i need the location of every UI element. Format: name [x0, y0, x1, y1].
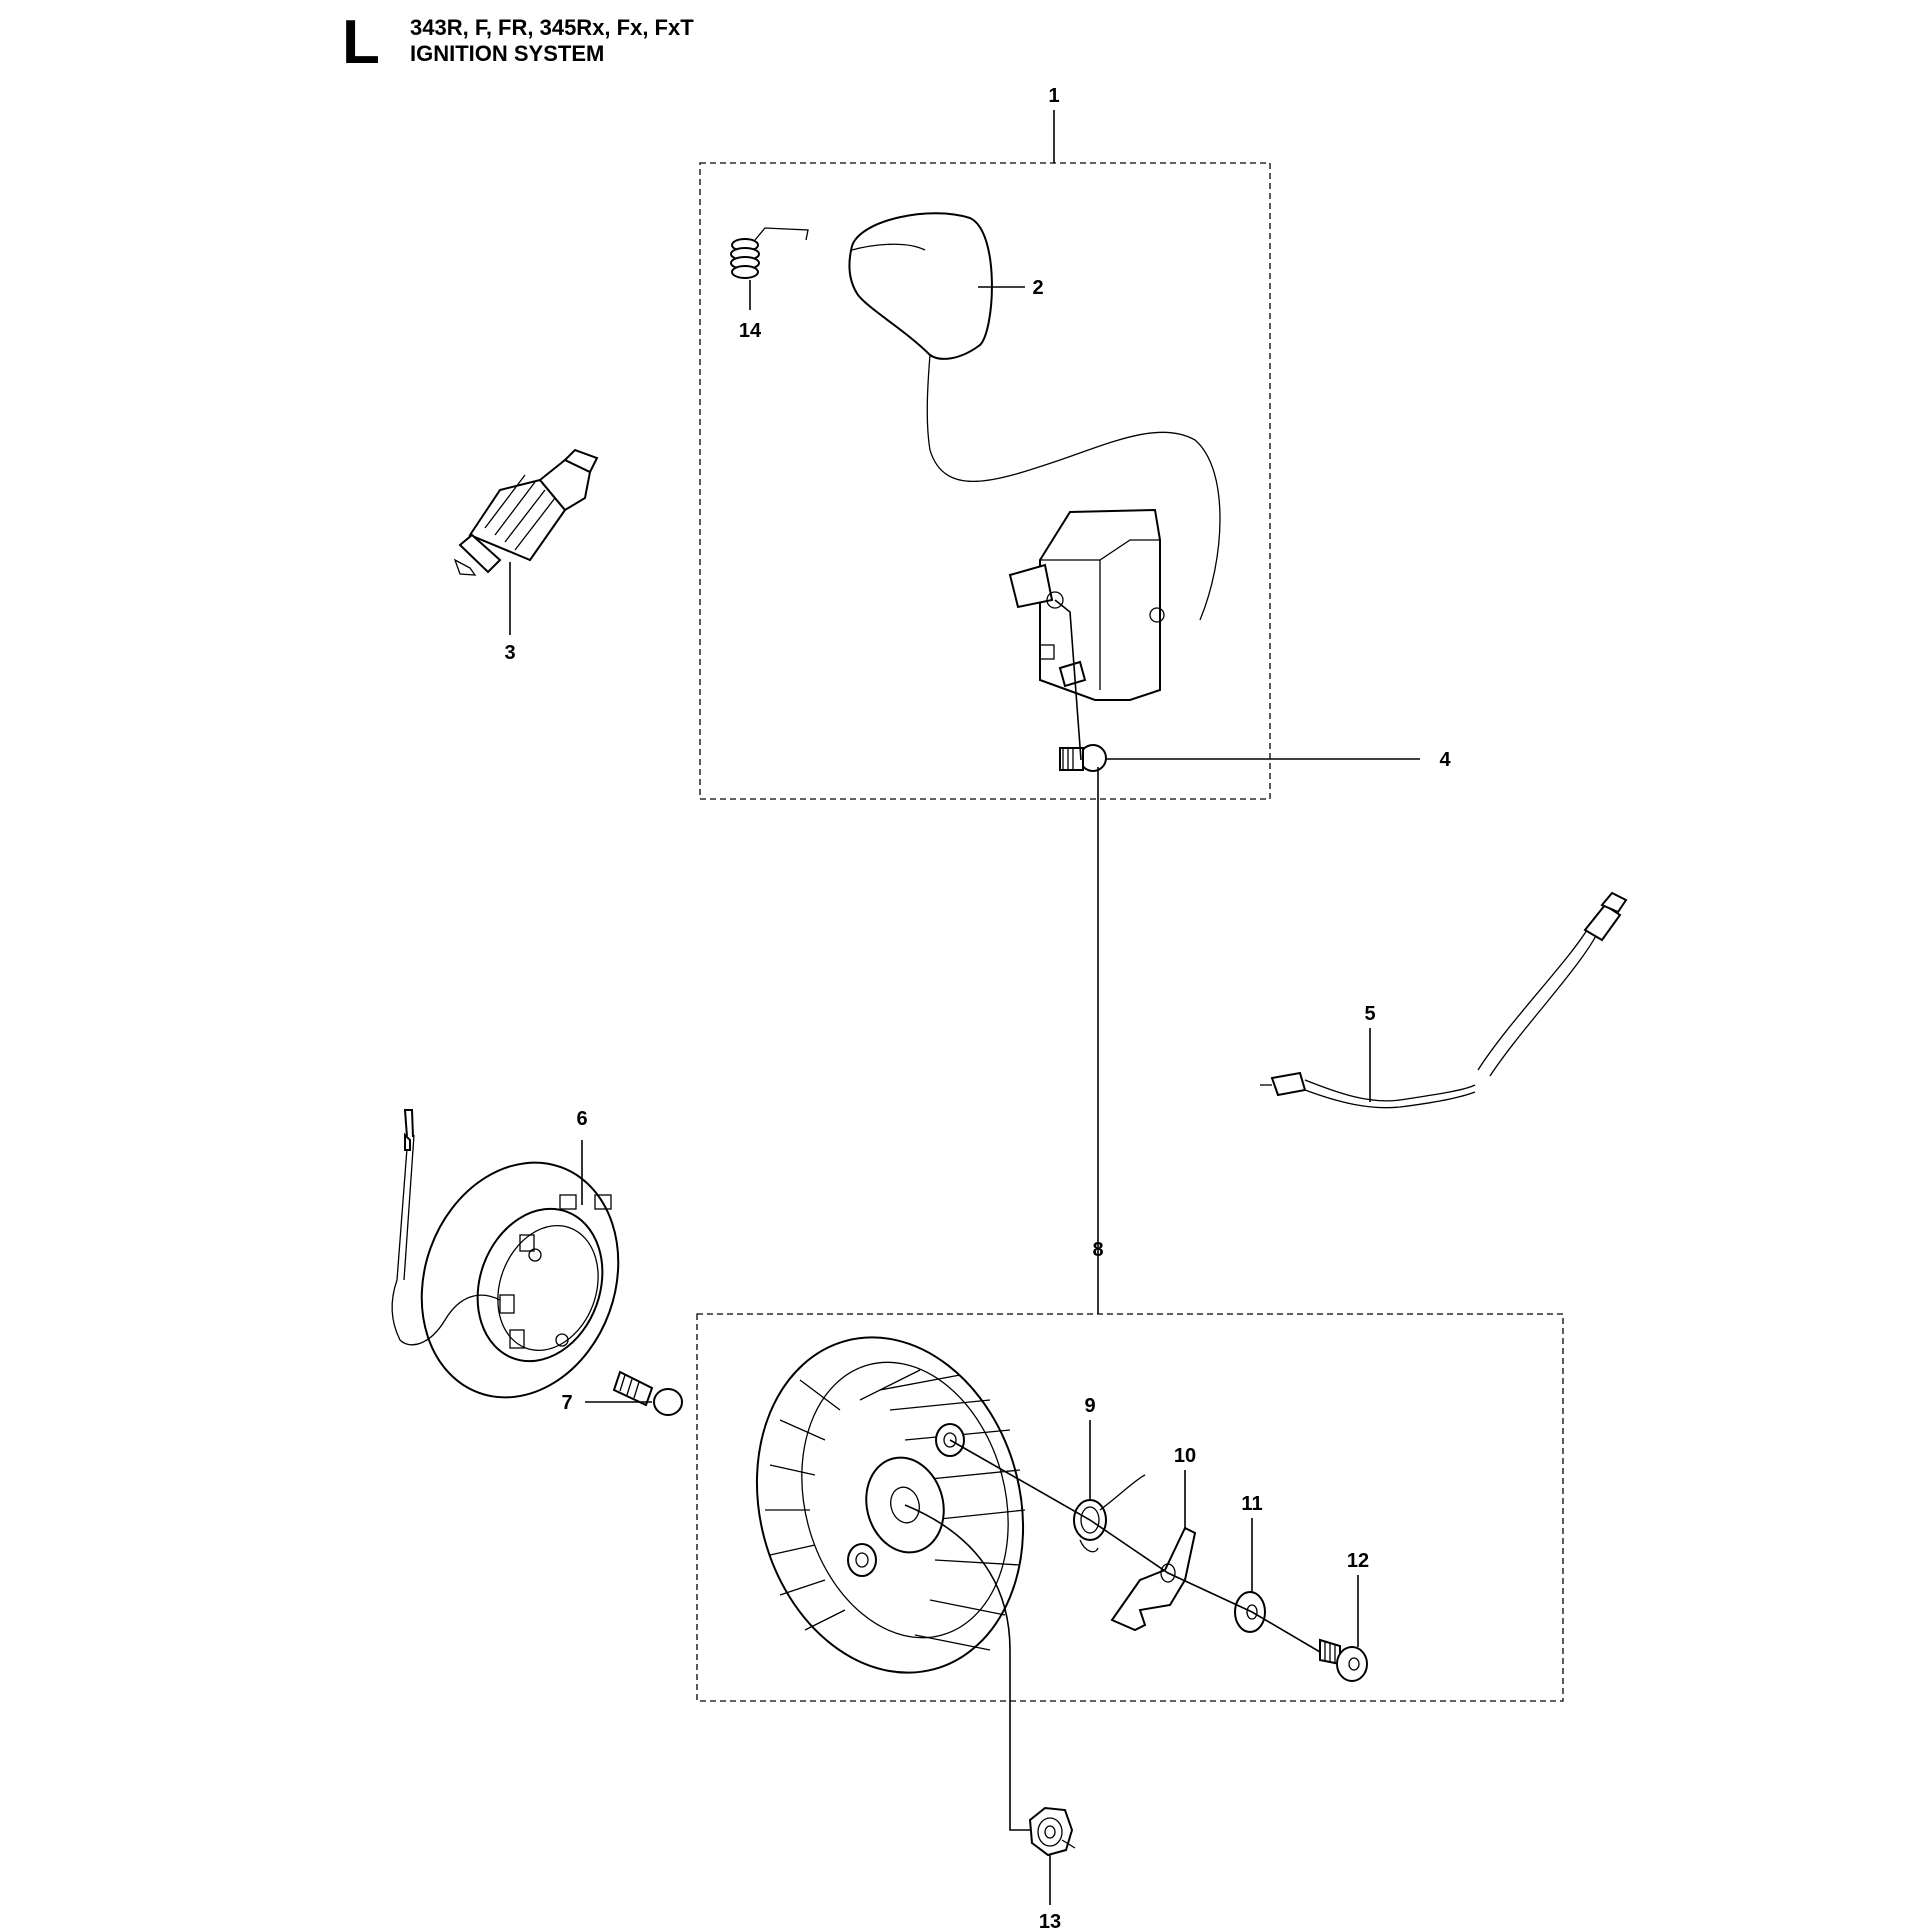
- wire-harness-part: [1260, 891, 1628, 1109]
- callout-5: 5: [1364, 1003, 1375, 1025]
- model-list: 343R, F, FR, 345Rx, Fx, FxT: [410, 15, 694, 40]
- stator-screw-part: [612, 1370, 683, 1416]
- flywheel-part: [755, 1336, 1026, 1674]
- flywheel-nut-part: [1028, 1806, 1076, 1857]
- callout-8: 8: [1092, 1239, 1103, 1261]
- spring-part: [730, 227, 809, 279]
- section-letter: L: [342, 8, 380, 77]
- callout-7: 7: [561, 1392, 572, 1414]
- axis-line-flywheel: [949, 1439, 1321, 1653]
- module-screw-part: [1058, 660, 1107, 772]
- callout-12: 12: [1347, 1550, 1369, 1572]
- callout-4: 4: [1439, 749, 1451, 771]
- stator-ring-part: [391, 1109, 620, 1399]
- axis-line-module-screw: [1054, 599, 1082, 761]
- callout-9: 9: [1084, 1395, 1095, 1417]
- callout-14: 14: [739, 320, 762, 342]
- callout-1: 1: [1048, 85, 1059, 107]
- leader-13-upper: [904, 1504, 1030, 1831]
- callout-11: 11: [1241, 1493, 1262, 1515]
- callout-6: 6: [576, 1108, 587, 1130]
- spark-plug-part: [453, 448, 599, 576]
- flywheel-screw-part: [1319, 1638, 1368, 1682]
- group-box-8: [696, 1313, 1564, 1702]
- bracket-part: [1110, 1526, 1197, 1632]
- leader-8: [1097, 767, 1099, 1314]
- callout-13: 13: [1039, 1911, 1061, 1932]
- group-box-1: [699, 162, 1271, 800]
- key-ring-part: [1073, 1474, 1146, 1553]
- callout-2: 2: [1032, 277, 1043, 299]
- callout-10: 10: [1174, 1445, 1196, 1467]
- spark-plug-cap-part: [848, 212, 1221, 621]
- ignition-module-part: [1008, 508, 1165, 701]
- page-title: IGNITION SYSTEM: [410, 41, 605, 66]
- callout-3: 3: [504, 642, 515, 664]
- washer-part: [1234, 1591, 1266, 1633]
